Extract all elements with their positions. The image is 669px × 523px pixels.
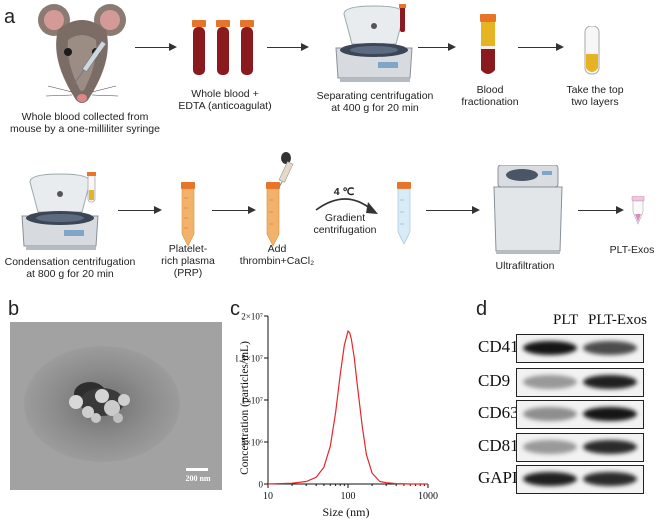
panel-letter-a: a xyxy=(4,6,16,28)
blood-tubes-icon xyxy=(192,20,254,75)
panel-letter-c: c xyxy=(230,298,240,320)
x-axis-label: Size (nm) xyxy=(323,505,370,519)
wb-band xyxy=(523,440,577,454)
centrifuge-icon xyxy=(335,4,413,82)
prp-tube-icon xyxy=(181,182,195,247)
tem-micrograph xyxy=(10,322,222,490)
temperature-label: 4 ℃ xyxy=(333,186,355,198)
caption-prp: Platelet-rich plasma(PRP) xyxy=(161,243,215,279)
flow-arrow xyxy=(418,43,456,51)
wb-blot-strip xyxy=(516,400,644,429)
scale-bar-label: 200 nm xyxy=(185,474,211,483)
flow-arrow xyxy=(518,43,564,51)
wb-row-label: CD63 xyxy=(478,403,519,422)
caption-ultrafiltration: Ultrafiltration xyxy=(495,260,555,272)
y-tick-label: 1.5×10⁷ xyxy=(236,354,263,364)
x-tick-label: 10 xyxy=(263,491,273,502)
tem-image: 200 nm xyxy=(10,322,222,490)
size-distribution-line xyxy=(267,329,428,485)
curved-arrow-icon xyxy=(315,198,378,214)
y-tick-label: 2×10⁷ xyxy=(241,312,263,322)
wb-blot-strip xyxy=(516,433,644,462)
nta-chart: 10 100 1000 0 5×10⁶ 1×10⁷ 1.5×10⁷ 2×10⁷ Size (n… xyxy=(236,312,438,520)
wb-row-label: CD9 xyxy=(478,371,511,390)
wb-blot-strip xyxy=(516,368,644,397)
y-tick-label: 1×10⁷ xyxy=(241,396,263,406)
flow-arrow xyxy=(135,43,177,51)
wb-band xyxy=(523,407,577,421)
wb-column-plt: PLT xyxy=(553,312,579,328)
y-axis-label: Concentration (particles/mL) xyxy=(239,341,251,475)
wb-blot-strip xyxy=(516,465,644,494)
y-tick-label: 0 xyxy=(259,480,264,490)
gradient-tube-icon xyxy=(397,182,411,245)
mouse-syringe-icon xyxy=(38,4,126,103)
panel-letter-d: d xyxy=(476,298,488,320)
wb-band xyxy=(523,472,577,486)
x-tick-label: 1000 xyxy=(418,491,438,502)
flow-arrow xyxy=(212,206,256,214)
wb-band xyxy=(583,440,637,454)
centrifuge-icon xyxy=(21,172,99,250)
wb-band xyxy=(583,375,637,389)
wb-band xyxy=(583,341,637,355)
caption-whole-blood-edta: Whole blood +EDTA (anticoagulat) xyxy=(178,88,272,112)
wb-row-label: CD41 xyxy=(478,337,519,356)
flow-arrow xyxy=(118,206,162,214)
x-tick-label: 100 xyxy=(341,491,356,502)
flow-arrow xyxy=(578,206,624,214)
wb-band xyxy=(583,407,637,421)
ultrafiltration-machine-icon xyxy=(493,165,563,254)
exosome-tube-icon xyxy=(631,196,645,225)
wb-blot-strip xyxy=(516,334,644,363)
fractionated-tube-icon xyxy=(480,14,496,74)
panel-letter-b: b xyxy=(8,298,20,320)
wb-band xyxy=(523,341,577,355)
wb-column-plt-exos: PLT-Exos xyxy=(588,312,647,328)
caption-plt-exos: PLT-Exos xyxy=(609,244,655,256)
wb-band xyxy=(523,375,577,389)
dropper-tube-icon xyxy=(266,152,294,247)
yellow-tube-icon xyxy=(584,26,600,75)
wb-row-label: CD81 xyxy=(478,436,519,455)
flow-arrow xyxy=(267,43,309,51)
wb-band xyxy=(583,472,637,486)
flow-arrow xyxy=(426,206,480,214)
y-tick-label: 5×10⁶ xyxy=(241,438,263,448)
